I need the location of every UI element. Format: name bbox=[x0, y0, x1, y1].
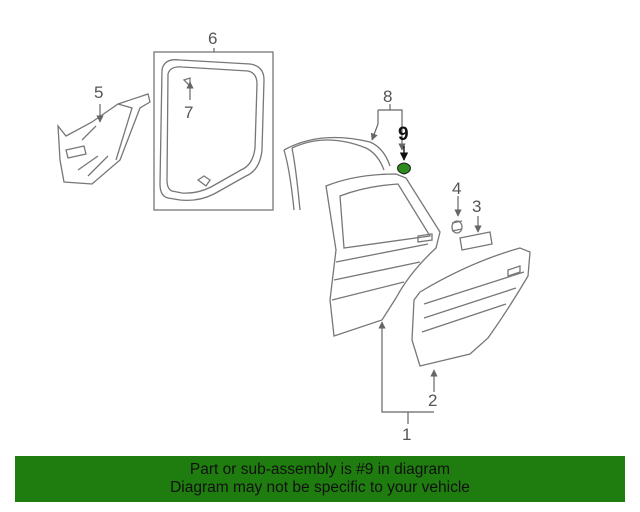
part-9-highlighted[interactable] bbox=[397, 162, 411, 175]
info-banner: Part or sub-assembly is #9 in diagram Di… bbox=[15, 456, 625, 502]
callout-7: 7 bbox=[184, 103, 193, 122]
callout-3: 3 bbox=[472, 197, 481, 216]
parts-diagram: 5 6 7 8 9 4 3 2 1 bbox=[57, 29, 531, 444]
part-4-shape bbox=[451, 220, 463, 234]
callout-4: 4 bbox=[452, 179, 461, 198]
part-6-shape bbox=[153, 51, 274, 211]
part-5-shape bbox=[57, 93, 151, 185]
callout-9[interactable]: 9 bbox=[398, 124, 409, 145]
callout-5: 5 bbox=[94, 83, 103, 102]
part-3-shape bbox=[459, 231, 493, 251]
part-8-shape bbox=[283, 136, 391, 211]
callout-8: 8 bbox=[383, 87, 392, 106]
banner-line-2: Diagram may not be specific to your vehi… bbox=[170, 479, 470, 496]
callout-6: 6 bbox=[208, 29, 217, 48]
part-2-shape bbox=[411, 247, 531, 367]
callout-1: 1 bbox=[402, 425, 411, 444]
callout-2: 2 bbox=[428, 391, 437, 410]
door-shell-shape bbox=[325, 173, 441, 337]
banner-line-1: Part or sub-assembly is #9 in diagram bbox=[189, 461, 451, 478]
leader-lines bbox=[96, 48, 482, 424]
